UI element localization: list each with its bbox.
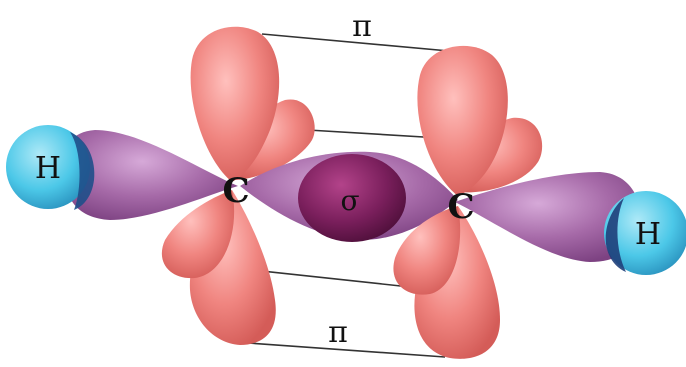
pi-top-label: π [352,9,372,44]
pi-bottom-line-lower [247,342,446,358]
p-lobe-right-lower-back [393,206,461,295]
p-lobe-left-lower-back [161,190,235,279]
sp-lobe-left [63,130,239,220]
p-orbitals-front [161,26,508,359]
carbon-left-label: C [222,171,249,211]
p-lobe-right-top [417,45,508,196]
hydrogen-right-label: H [635,217,661,252]
hydrogen-left-label: H [35,151,61,186]
pi-top-line-upper [261,33,461,53]
hydrogen-left-overlap [70,132,95,210]
sigma-overlap-core [298,154,406,242]
p-lobe-left-top [190,26,280,182]
carbon-right-label: C [447,187,474,227]
pi-top-line-lower [307,129,441,139]
pi-bottom-label: π [328,315,348,350]
hydrogen-left-sphere [6,125,90,209]
hydrogen-right-sphere [604,191,686,275]
sp-lobe-right [455,172,641,262]
hydrogen-right-overlap [605,198,626,272]
sigma-label: σ [340,184,359,217]
